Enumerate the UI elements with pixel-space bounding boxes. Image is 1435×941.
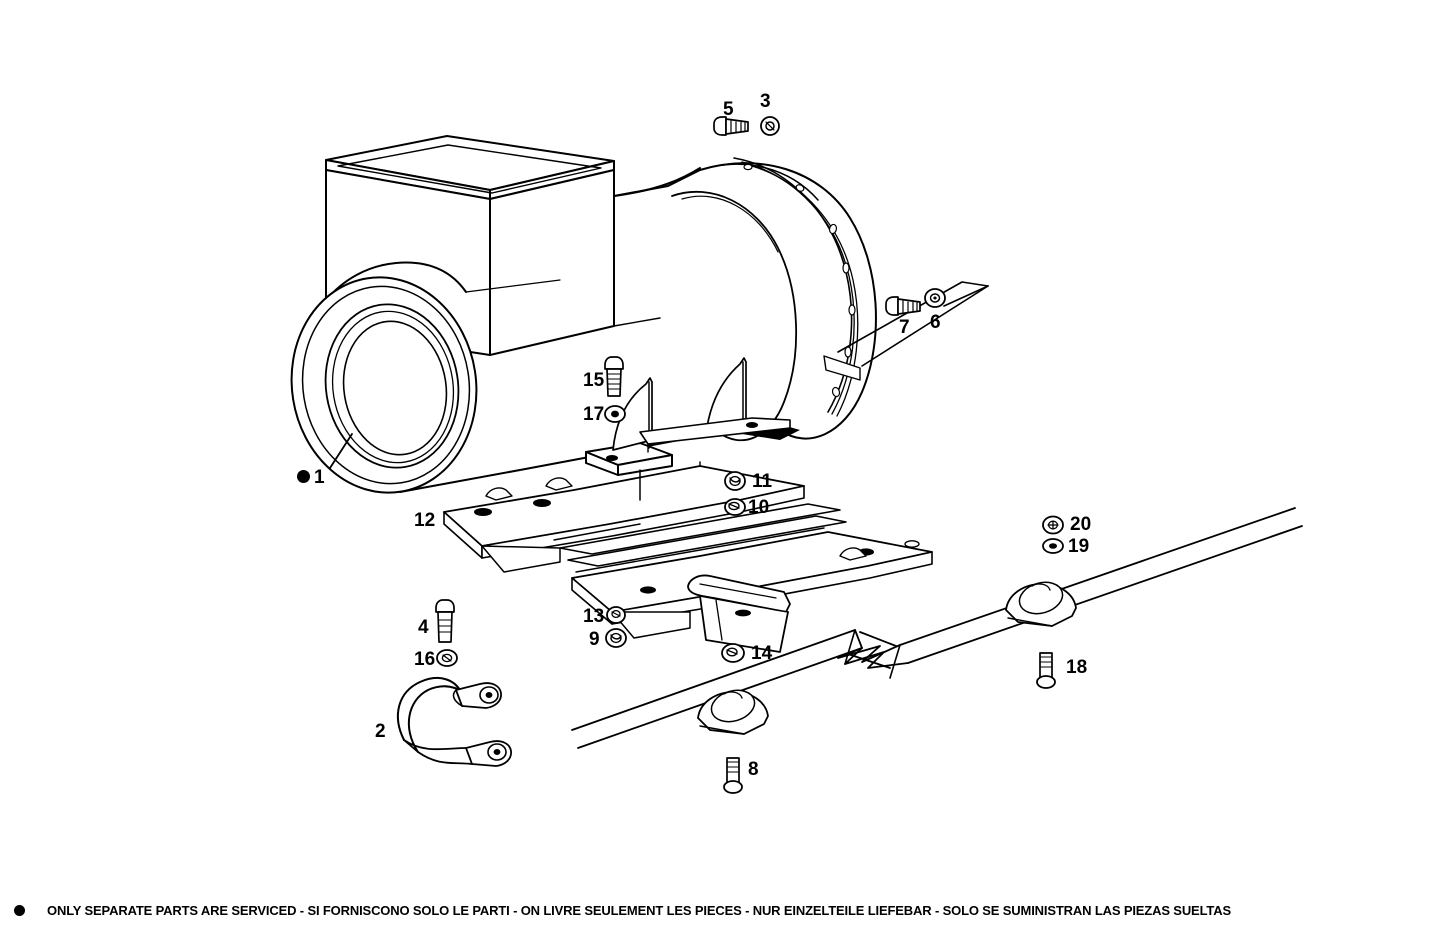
fastener-washer-19 [1042,538,1064,554]
leader-line-1 [329,433,353,469]
fastener-washer-10 [724,498,746,516]
fastener-bolt-18 [1036,652,1056,689]
callout-label-16: 16 [414,649,436,670]
fastener-nut-3 [760,116,780,136]
fastener-washer-6 [924,288,946,308]
callout-label-13: 13 [583,606,605,627]
callout-label-5: 5 [723,99,734,120]
fastener-bolt-7 [885,296,921,316]
callout-label-7: 7 [899,317,910,338]
callout-label-1: 1 [314,467,325,488]
callout-label-6: 6 [930,312,941,333]
fastener-washer-17 [604,405,626,423]
footer-bullet-icon [14,904,25,916]
callout-label-14: 14 [751,643,773,664]
mount-channel-bracket [687,574,791,653]
leader-line-6-7 [837,281,989,367]
callout-label-4: 4 [418,617,429,638]
base-frame-rails [443,461,933,639]
fastener-bolt-5 [713,116,749,136]
callout-label-17: 17 [583,404,605,425]
fastener-nut-14 [721,643,745,663]
stator-housing [290,167,701,494]
fastener-bolt-15 [604,356,624,397]
mounting-foot-bracket [585,357,791,476]
callout-label-12: 12 [414,510,436,531]
fastener-nut-20 [1042,515,1064,535]
callout-label-19: 19 [1068,536,1090,557]
long-chassis-rail [571,507,1303,749]
rubber-mount-pad-front [697,689,769,735]
fastener-washer-13 [606,606,626,624]
fastener-nut-9 [605,628,627,648]
footer-note-text: ONLY SEPARATE PARTS ARE SERVICED - SI FO… [47,902,1231,918]
terminal-box [325,135,615,356]
callout-label-9: 9 [589,629,600,650]
callout-label-15: 15 [583,370,605,391]
footer-note-row: ONLY SEPARATE PARTS ARE SERVICED - SI FO… [0,893,1435,927]
break-symbol [837,629,909,669]
rubber-mount-pad-rear [1005,581,1077,627]
fastener-bolt-8 [723,757,743,794]
fastener-washer-16 [436,649,458,667]
fastener-nut-11 [724,471,746,491]
fan-bell-housing [671,157,877,442]
callout-label-8: 8 [748,759,759,780]
callout-label-3: 3 [760,91,771,112]
callout-label-20: 20 [1070,514,1092,535]
callout-label-10: 10 [748,497,770,518]
fastener-bolt-4 [435,599,455,643]
callout-marker-1 [297,470,310,483]
ground-strap-cable [396,677,512,767]
callout-label-2: 2 [375,721,386,742]
callout-label-11: 11 [752,471,773,492]
callout-label-18: 18 [1066,657,1088,678]
